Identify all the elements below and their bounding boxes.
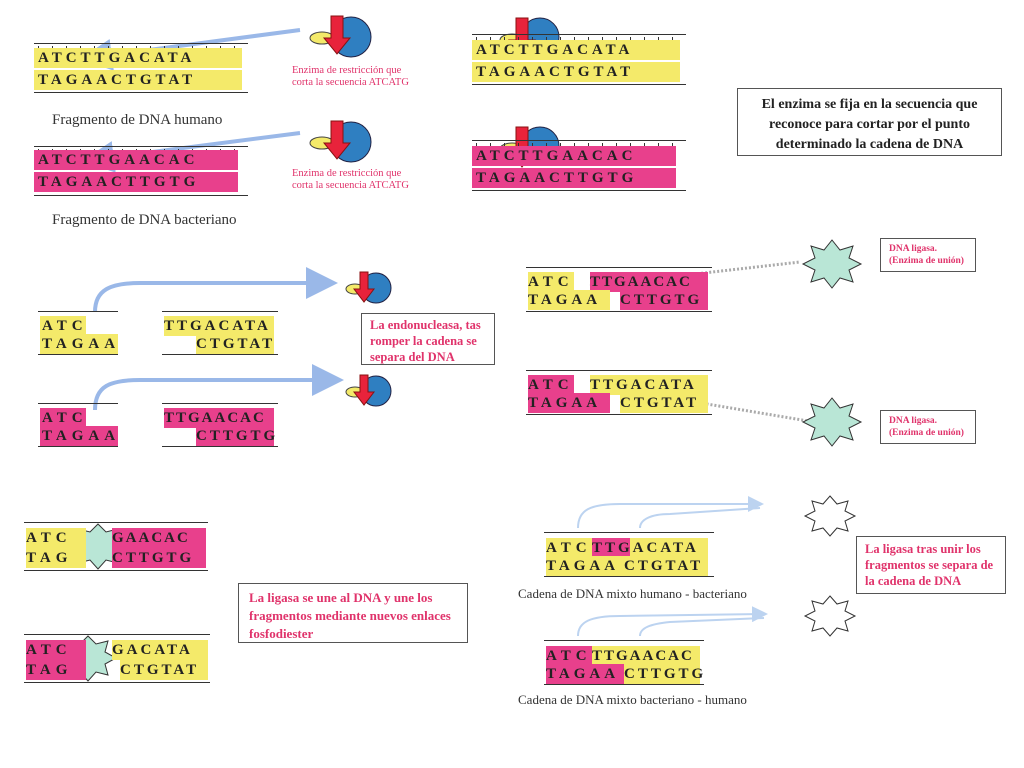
ligase-label: DNA ligasa. (Enzima de unión) xyxy=(880,238,976,272)
curved-arrow xyxy=(639,617,765,637)
curved-arrow xyxy=(93,364,344,411)
dna-bottom-strand: TAGAACTTGTG xyxy=(34,172,238,192)
enzyme-label: Enzima de restricción que corta la secue… xyxy=(292,65,409,88)
curved-arrow xyxy=(639,507,761,529)
dna-top-strand: ATCTTGACATA xyxy=(34,48,242,68)
curved-arrow xyxy=(577,606,768,637)
ligase-label: DNA ligasa. (Enzima de unión) xyxy=(880,410,976,444)
info-box: El enzima se fija en la secuencia que re… xyxy=(737,88,1002,156)
bacterial-fragment-caption: Fragmento de DNA bacteriano xyxy=(52,212,237,228)
separate-box: La ligasa tras unir los fragmentos se se… xyxy=(856,536,1006,594)
restriction-enzyme-icon xyxy=(309,120,372,163)
restriction-enzyme-icon xyxy=(345,374,392,407)
dna-bottom-strand: TAGAACTGTAT xyxy=(34,70,242,90)
final-chain-2-caption: Cadena de DNA mixto bacteriano - humano xyxy=(518,692,747,707)
curved-arrow xyxy=(577,496,764,529)
curved-arrow xyxy=(93,267,338,313)
restriction-enzyme-icon xyxy=(309,15,372,58)
human-fragment-caption: Fragmento de DNA humano xyxy=(52,112,223,128)
enzyme-label: Enzima de restricción que corta la secue… xyxy=(292,168,409,191)
endonuclease-box: La endonucleasa, tas romper la cadena se… xyxy=(361,313,495,365)
final-chain-1-caption: Cadena de DNA mixto humano - bacteriano xyxy=(518,586,747,601)
ligase-star-icon xyxy=(801,397,863,447)
ligase-star-icon xyxy=(801,239,863,289)
ligase-star-outline-icon xyxy=(803,595,857,637)
dna-top-strand: ATCTTGAACAC xyxy=(34,150,238,170)
ligase-star-outline-icon xyxy=(803,495,857,537)
restriction-enzyme-icon xyxy=(345,271,392,304)
ligase-box: La ligasa se une al DNA y une los fragme… xyxy=(238,583,468,643)
